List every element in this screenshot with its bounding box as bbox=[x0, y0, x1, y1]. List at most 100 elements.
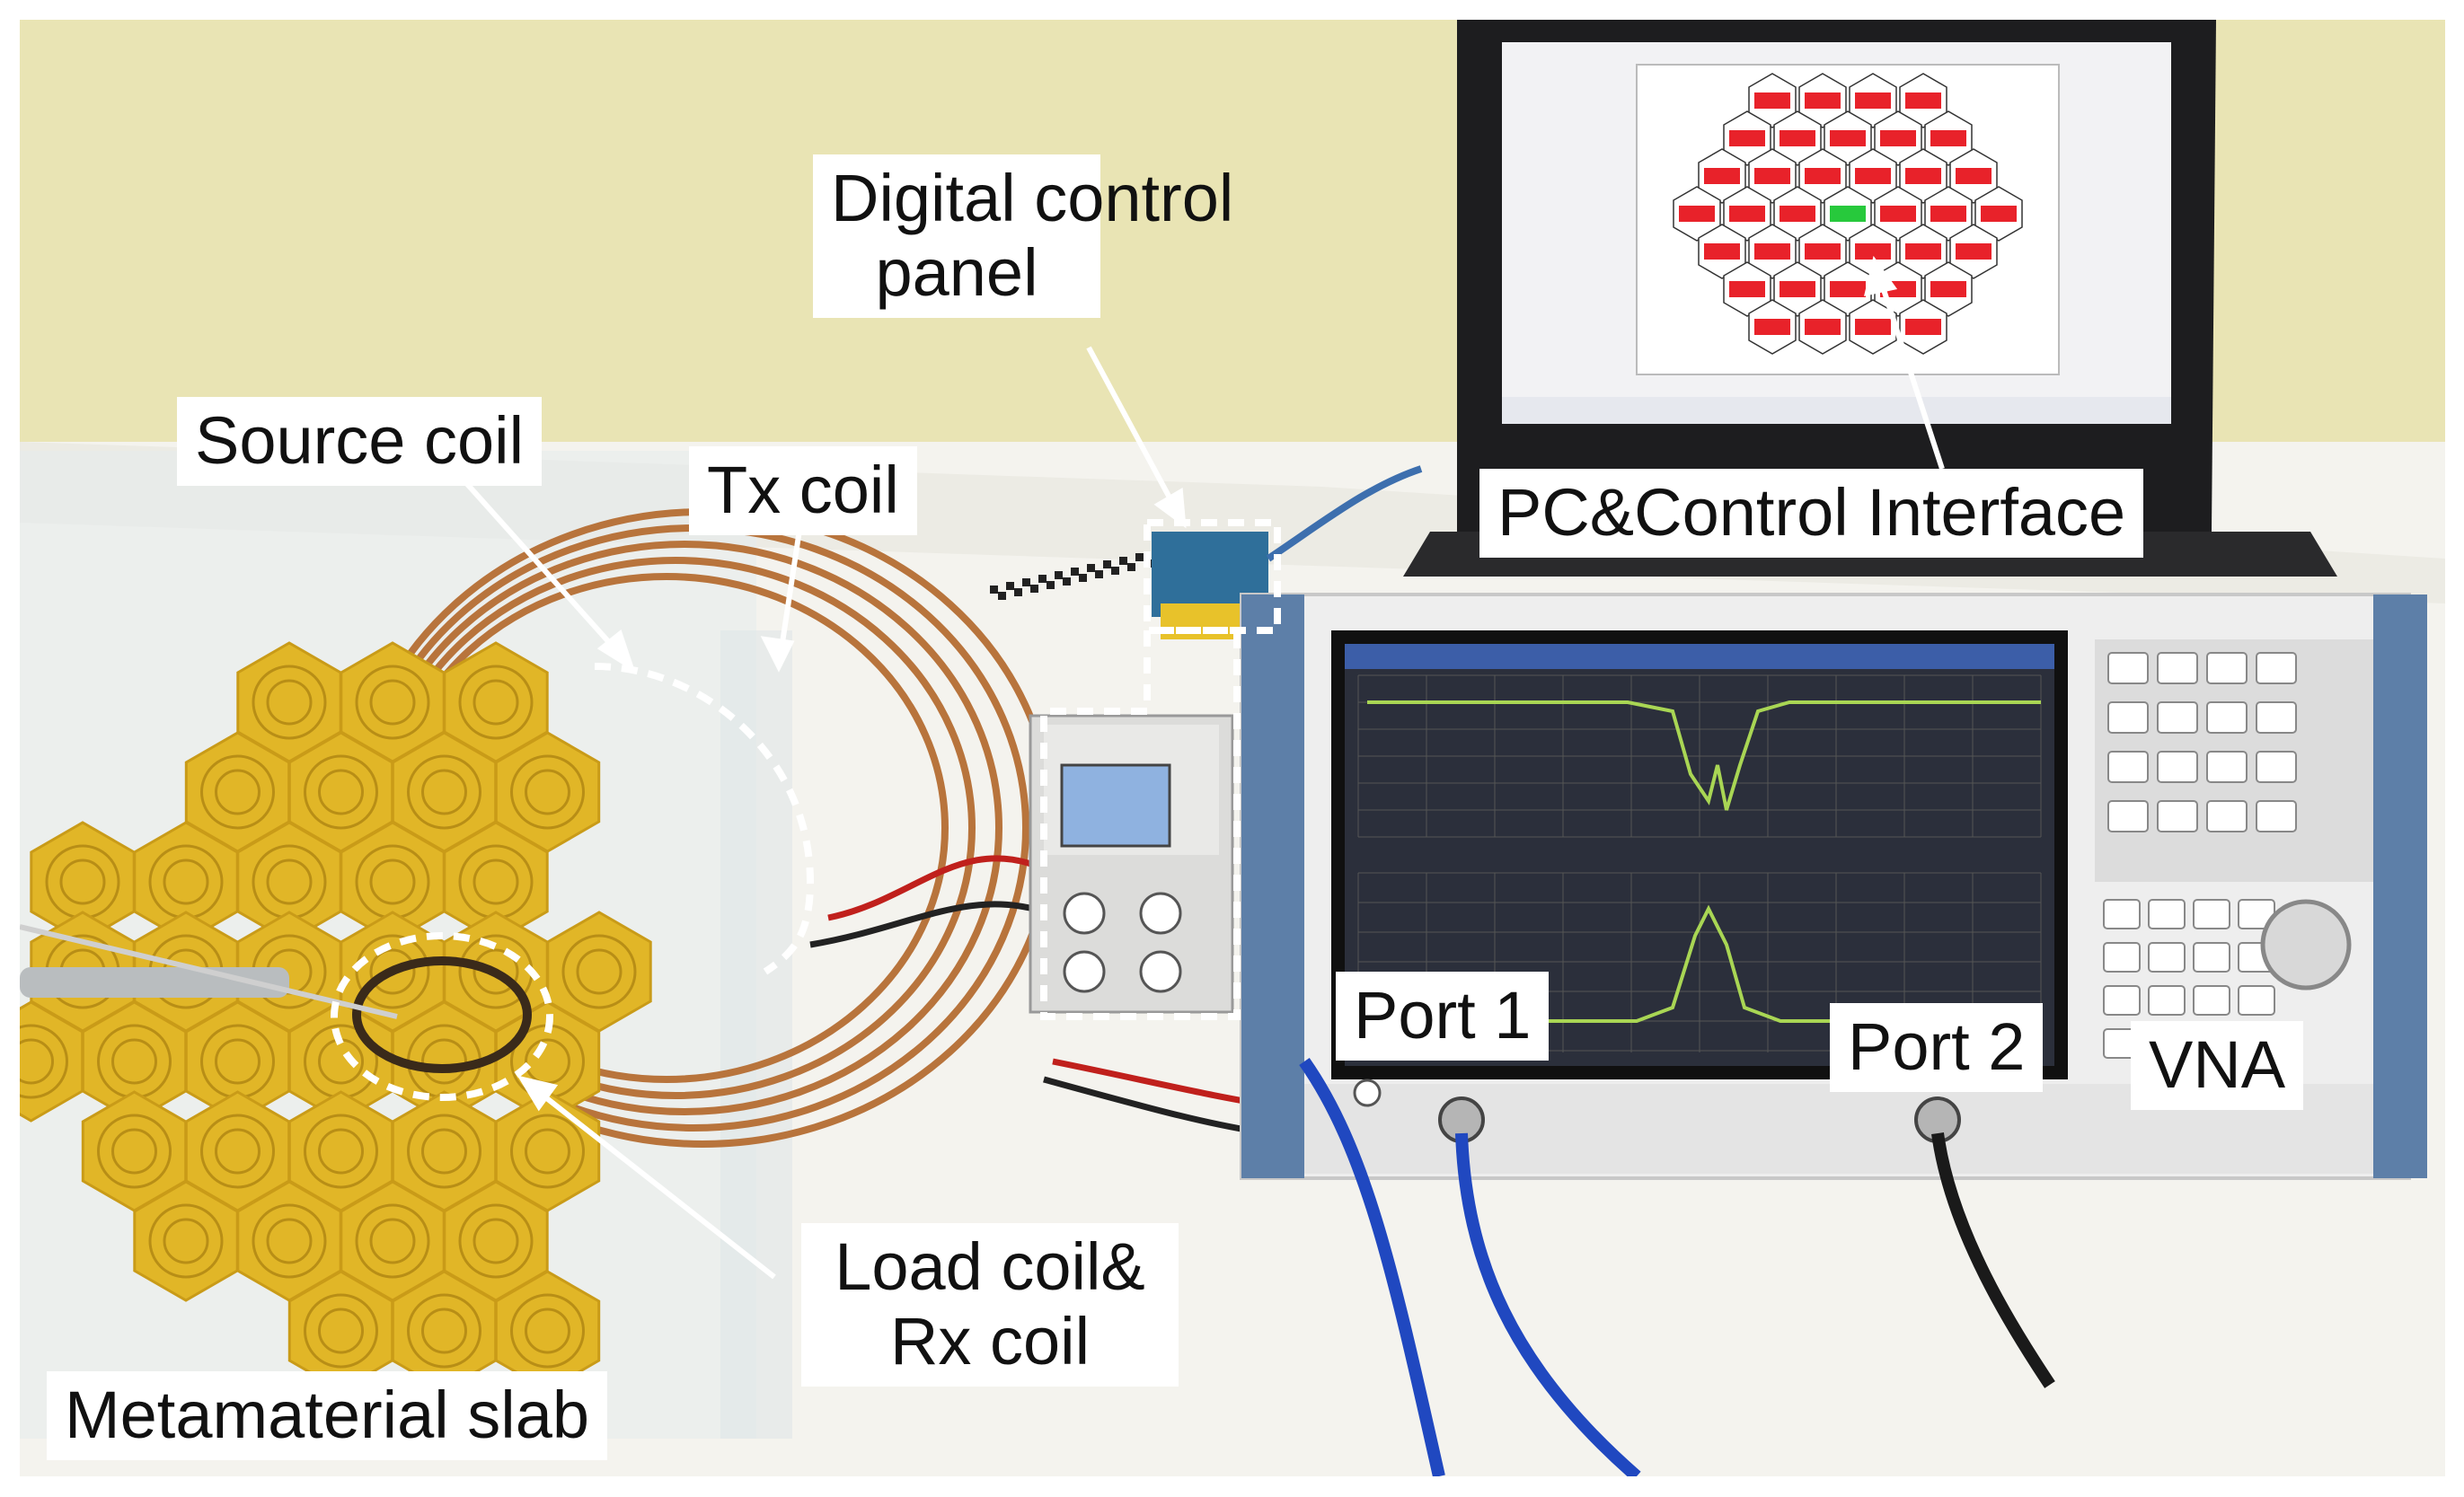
hex-cell bbox=[1798, 224, 1847, 279]
load-rx-coil-line1: Load coil& bbox=[835, 1229, 1145, 1304]
vna-numeric-key bbox=[2148, 899, 2186, 929]
s21-trace bbox=[1367, 904, 2041, 1023]
hex-cell bbox=[1949, 224, 1998, 279]
vna-key bbox=[2107, 701, 2149, 734]
blue-cable-2 bbox=[1455, 1132, 1641, 1476]
hex-cell bbox=[1748, 148, 1797, 204]
metamaterial-slab bbox=[20, 641, 652, 1392]
hex-cell bbox=[1773, 186, 1822, 242]
vna-numeric-key bbox=[2193, 942, 2230, 973]
source-coil-label: Source coil bbox=[177, 397, 543, 486]
hex-cell bbox=[1748, 73, 1797, 128]
vna-key bbox=[2256, 751, 2297, 783]
hex-cell bbox=[1723, 110, 1771, 166]
hex-cell bbox=[1673, 186, 1721, 242]
hex-cell bbox=[1773, 261, 1822, 317]
black-wire bbox=[809, 901, 1064, 948]
pc-control-interface-label: PC&Control Interface bbox=[1479, 469, 2144, 558]
port-2-label: Port 2 bbox=[1830, 1003, 2044, 1092]
acrylic-stand-side bbox=[720, 630, 792, 1439]
blue-cable-1 bbox=[1299, 1057, 1445, 1476]
hex-cell bbox=[1974, 186, 2023, 242]
resonator-cell bbox=[494, 1270, 601, 1392]
hex-cell bbox=[1824, 186, 1872, 242]
vna-numeric-key bbox=[2193, 899, 2230, 929]
vna-key bbox=[2107, 652, 2149, 684]
power-supply-display bbox=[1060, 763, 1171, 848]
hex-cell bbox=[1924, 261, 1973, 317]
hex-cell bbox=[1748, 224, 1797, 279]
vna-key bbox=[2157, 751, 2198, 783]
resonator-cell bbox=[546, 911, 652, 1033]
vna-key bbox=[2206, 701, 2248, 734]
hex-cell bbox=[1773, 110, 1822, 166]
vna-key bbox=[2157, 652, 2198, 684]
usb-cable bbox=[1266, 465, 1423, 562]
hex-cell bbox=[1949, 148, 1998, 204]
resonator-cell bbox=[236, 641, 342, 763]
hex-cell bbox=[1899, 224, 1947, 279]
hex-cell bbox=[1899, 148, 1947, 204]
vna-toolbar bbox=[1345, 644, 2054, 669]
hex-cell-grid bbox=[1673, 73, 2023, 355]
tx-coil-label: Tx coil bbox=[689, 446, 917, 535]
vna-key bbox=[2206, 751, 2248, 783]
vna-label: VNA bbox=[2131, 1021, 2304, 1110]
power-button-icon bbox=[1353, 1079, 1382, 1107]
vna-rotary-knob bbox=[2260, 899, 2352, 991]
hex-cell bbox=[1748, 299, 1797, 355]
metamaterial-slab-label: Metamaterial slab bbox=[47, 1371, 608, 1460]
load-rx-coil-label: Load coil& Rx coil bbox=[801, 1223, 1179, 1387]
hex-cell bbox=[1874, 110, 1922, 166]
laptop-taskbar bbox=[1502, 397, 2171, 424]
vna-key bbox=[2107, 800, 2149, 832]
vna-numeric-key bbox=[2148, 985, 2186, 1016]
resonator-cell bbox=[443, 1180, 549, 1302]
hex-cell bbox=[1924, 186, 1973, 242]
hex-cell bbox=[1849, 148, 1897, 204]
hex-cell bbox=[1849, 299, 1897, 355]
vna-key bbox=[2107, 751, 2149, 783]
vna-key bbox=[2256, 701, 2297, 734]
hex-cell bbox=[1798, 73, 1847, 128]
digital-control-panel-line1: Digital control bbox=[831, 161, 1234, 235]
hex-cell bbox=[1698, 224, 1746, 279]
digital-control-panel-line2: panel bbox=[875, 234, 1038, 310]
resonator-cell bbox=[287, 1090, 394, 1212]
hex-cell bbox=[1874, 186, 1922, 242]
pointer-arrows bbox=[435, 255, 1945, 1280]
vna-key bbox=[2256, 652, 2297, 684]
hex-cell bbox=[1849, 73, 1897, 128]
load-rx-coil-line2: Rx coil bbox=[889, 1303, 1091, 1378]
dashed-outlines bbox=[331, 519, 1281, 1101]
port-1-label: Port 1 bbox=[1336, 972, 1550, 1061]
hex-cell bbox=[1824, 110, 1872, 166]
vna-numeric-key bbox=[2148, 942, 2186, 973]
digital-control-panel-label: Digital control panel bbox=[813, 154, 1233, 318]
vna-key bbox=[2157, 800, 2198, 832]
vna-frame-left bbox=[1241, 594, 1304, 1178]
red-wire bbox=[827, 855, 1055, 921]
vna-key bbox=[2256, 800, 2297, 832]
hex-cell bbox=[1798, 148, 1847, 204]
vna-numeric-key bbox=[2103, 985, 2141, 1016]
load-coil bbox=[352, 956, 532, 1073]
vna-numeric-key bbox=[2193, 985, 2230, 1016]
hex-cell bbox=[1899, 73, 1947, 128]
hex-cell bbox=[1698, 148, 1746, 204]
photo-scene bbox=[20, 20, 2445, 1476]
vna-frame-right bbox=[2373, 594, 2427, 1178]
vna-numeric-key bbox=[2103, 899, 2141, 929]
resonator-cell bbox=[287, 1270, 394, 1392]
photo: Digital control panel Source coil Tx coi… bbox=[20, 20, 2445, 1476]
vna-key bbox=[2206, 800, 2248, 832]
vna-keypad bbox=[2103, 652, 2297, 1059]
hex-cell bbox=[1723, 186, 1771, 242]
hex-cell bbox=[1924, 110, 1973, 166]
vna-numeric-key bbox=[2238, 985, 2275, 1016]
power-supply-knobs bbox=[1063, 892, 1182, 993]
vna-key bbox=[2206, 652, 2248, 684]
hex-cell bbox=[1723, 261, 1771, 317]
hex-cell bbox=[1798, 299, 1847, 355]
s11-trace bbox=[1367, 700, 2041, 811]
